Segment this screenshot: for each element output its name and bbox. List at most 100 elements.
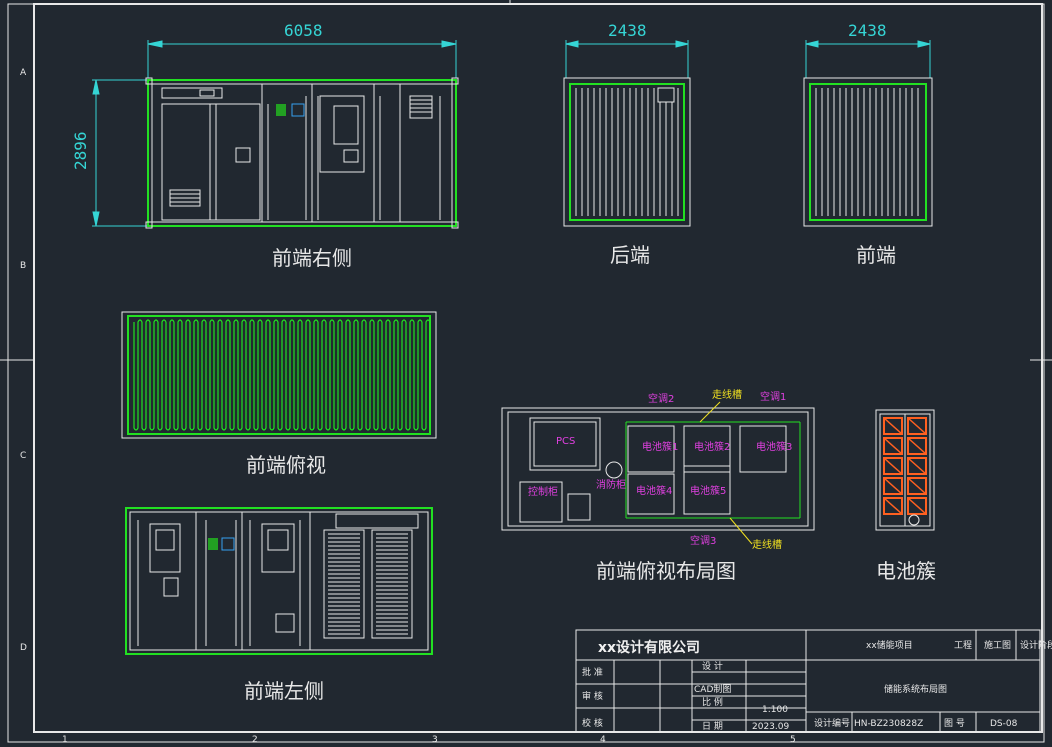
corrugation-wave xyxy=(189,319,199,431)
label-battery-2: 电池簇2 xyxy=(694,440,730,453)
battery-module xyxy=(907,457,927,475)
corrugation-wave xyxy=(205,319,215,431)
pattern-line xyxy=(883,497,903,515)
label-front-right: 前端右侧 xyxy=(272,246,352,270)
corrugation-wave xyxy=(397,319,407,431)
corrugation-wave xyxy=(133,319,143,431)
corrugation-wave xyxy=(421,319,431,431)
layout-view: PCS 控制柜 消防柜 电池簇1 电池簇2 电池簇3 电池簇4 电池簇5 空调2… xyxy=(501,388,815,583)
grid-col-3: 3 xyxy=(432,735,438,745)
scale-value: 1:100 xyxy=(762,705,788,715)
company-name: xx设计有限公司 xyxy=(598,639,700,656)
grid-row-c: C xyxy=(20,451,26,461)
corrugation-wave xyxy=(325,319,335,431)
corrugation-wave xyxy=(413,319,423,431)
battery-module xyxy=(883,457,903,475)
review-label: 审 核 xyxy=(582,690,603,702)
corrugation-wave xyxy=(389,319,399,431)
corrugation-wave xyxy=(309,319,319,431)
dim-height: 2896 xyxy=(71,131,90,170)
battery-cluster-view: 电池簇 xyxy=(875,409,936,583)
corrugation-wave xyxy=(269,319,279,431)
pattern-line xyxy=(883,417,903,435)
label-ac1: 空调1 xyxy=(760,390,786,403)
drawing-no-label: 图 号 xyxy=(944,718,965,729)
label-cable-tray-bottom: 走线槽 xyxy=(752,538,782,551)
front-left-view: 前端左侧 xyxy=(125,507,433,703)
dim-front-width: 2438 xyxy=(848,21,887,40)
label-pcs: PCS xyxy=(556,436,575,447)
pattern-line xyxy=(883,457,903,475)
corrugation-wave xyxy=(261,319,271,431)
corrugation-wave xyxy=(373,319,383,431)
stage-value: 施工图 xyxy=(984,639,1011,651)
corrugation-wave xyxy=(181,319,191,431)
label-cluster: 电池簇 xyxy=(876,559,936,583)
grid-row-b: B xyxy=(20,261,26,271)
corrugation-wave xyxy=(405,319,415,431)
label-control-cabinet: 控制柜 xyxy=(528,485,558,498)
corrugation-wave xyxy=(157,319,167,431)
title-block-text: xx设计有限公司 xx储能项目 工程 施工图 设计阶段 批 准 审 核 校 核 … xyxy=(582,639,1052,732)
cad-label: CAD制图 xyxy=(694,683,731,695)
corrugation-wave xyxy=(381,319,391,431)
date-value: 2023.09 xyxy=(752,722,789,732)
battery-module xyxy=(907,497,927,515)
stage-label: 设计阶段 xyxy=(1020,639,1052,651)
grid-row-d: D xyxy=(20,643,27,653)
grid-col-1: 1 xyxy=(62,735,68,745)
corrugation-wave xyxy=(357,319,367,431)
corrugation-wave xyxy=(285,319,295,431)
label-cable-tray-top: 走线槽 xyxy=(712,388,742,401)
grid-col-2: 2 xyxy=(252,735,258,745)
front-view: 2438 前端 xyxy=(803,21,933,267)
dim-length: 6058 xyxy=(284,21,323,40)
corrugation-wave xyxy=(317,319,327,431)
design-label: 设 计 xyxy=(702,660,723,672)
work-label: 工程 xyxy=(954,640,972,651)
pattern-line xyxy=(883,437,903,455)
corrugation-wave xyxy=(141,319,151,431)
pattern-line xyxy=(907,417,927,435)
check-label: 校 核 xyxy=(582,717,603,729)
corrugation-wave xyxy=(349,319,359,431)
corrugation-wave xyxy=(293,319,303,431)
label-fire-cabinet: 消防柜 xyxy=(596,478,626,491)
corrugation-wave xyxy=(221,319,231,431)
drawing-title: 储能系统布局图 xyxy=(884,683,947,695)
front-right-view: 6058 2896 前端右侧 xyxy=(71,21,459,270)
pattern-line xyxy=(907,457,927,475)
label-front-top: 前端俯视 xyxy=(246,453,326,477)
battery-module xyxy=(883,437,903,455)
label-battery-4: 电池簇4 xyxy=(636,484,672,497)
corrugation-wave xyxy=(253,319,263,431)
label-rear: 后端 xyxy=(610,243,650,267)
corrugation-wave xyxy=(173,319,183,431)
pattern-line xyxy=(883,477,903,495)
corrugation-wave xyxy=(165,319,175,431)
grid-row-a: A xyxy=(20,68,27,78)
pattern-line xyxy=(907,437,927,455)
pattern-line xyxy=(907,477,927,495)
corrugation-wave xyxy=(213,319,223,431)
title-block xyxy=(575,629,1041,733)
project-name: xx储能项目 xyxy=(866,639,913,651)
corrugation-wave xyxy=(341,319,351,431)
battery-module xyxy=(883,417,903,435)
rear-view: 2438 后端 xyxy=(563,21,691,267)
corrugation-wave xyxy=(229,319,239,431)
battery-module xyxy=(883,477,903,495)
label-front-left: 前端左侧 xyxy=(244,679,324,703)
design-no-label: 设计编号 xyxy=(814,717,850,729)
label-ac3: 空调3 xyxy=(690,534,716,547)
label-layout: 前端俯视布局图 xyxy=(596,559,736,583)
approve-label: 批 准 xyxy=(582,666,603,678)
label-battery-3: 电池簇3 xyxy=(756,440,792,453)
grid-references: A B C D 1 2 3 4 5 xyxy=(20,68,796,745)
design-no-value: HN-BZ230828Z xyxy=(854,719,923,729)
corrugation-wave xyxy=(149,319,159,431)
corrugation-wave xyxy=(277,319,287,431)
corrugation-wave xyxy=(301,319,311,431)
